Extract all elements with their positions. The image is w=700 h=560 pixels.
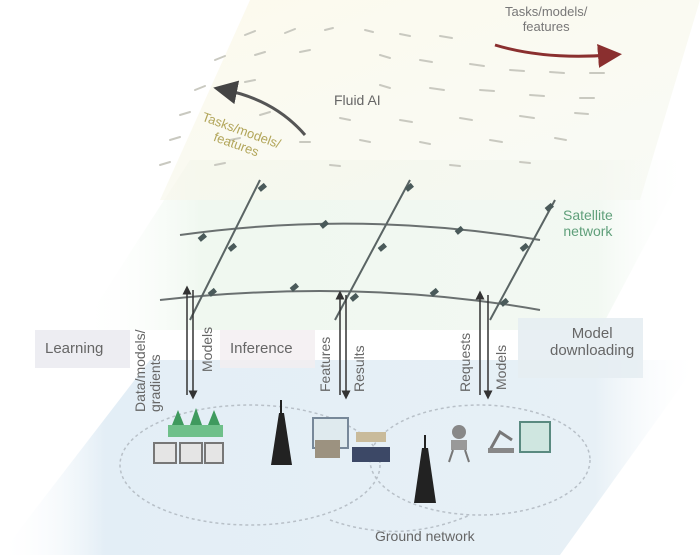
robotic-arm-icon — [488, 421, 551, 453]
downloading-down-label: Models — [493, 344, 509, 390]
flow-label-top-right-line1: Tasks/models/ — [505, 4, 588, 19]
satellite-orbits-diagonal — [189, 179, 556, 321]
inference-up-label: Features — [317, 336, 333, 392]
satellite-label-line2: network — [563, 223, 613, 240]
base-station-tower-icon — [414, 435, 436, 503]
model-downloading-label: Model downloading — [550, 325, 634, 360]
link-arrows — [182, 285, 493, 400]
flow-label-top-right-line2: features — [522, 18, 570, 34]
satellites — [197, 182, 554, 307]
satellite-network-label: Satellite network — [563, 207, 613, 239]
learning-band — [35, 330, 130, 368]
vehicle-icon — [352, 432, 390, 462]
ground-layer — [0, 360, 700, 555]
ground-network-label: Ground network — [375, 528, 475, 544]
learning-label: Learning — [45, 340, 104, 357]
model-downloading-band — [518, 318, 643, 378]
inference-band — [220, 330, 315, 368]
model-downloading-line1: Model — [571, 325, 613, 342]
robot-icon — [448, 425, 470, 463]
base-station-tower-icon — [271, 400, 292, 465]
fluid-ai-layer — [160, 0, 700, 200]
forest-sensor-icon — [153, 408, 224, 464]
model-downloading-line2: downloading — [550, 342, 635, 360]
learning-down-label: Models — [199, 326, 215, 372]
satellite-orbits — [159, 222, 541, 311]
inference-label: Inference — [230, 340, 293, 357]
downloading-up-label: Requests — [457, 332, 473, 392]
vector-field — [159, 27, 605, 167]
satellite-label-line1: Satellite — [563, 207, 613, 223]
fluid-ai-label: Fluid AI — [334, 92, 381, 108]
flow-arrow-right — [494, 43, 622, 68]
learning-up-line1: Data/models/ — [132, 329, 148, 412]
flow-arrow-left — [213, 80, 307, 136]
factory-machine-icon — [312, 417, 349, 458]
flow-label-top-right: Tasks/models/ features — [505, 4, 588, 35]
learning-up-line2: gradients — [147, 354, 164, 412]
learning-up-label: Data/models/ gradients — [132, 329, 164, 412]
inference-down-label: Results — [351, 345, 367, 392]
